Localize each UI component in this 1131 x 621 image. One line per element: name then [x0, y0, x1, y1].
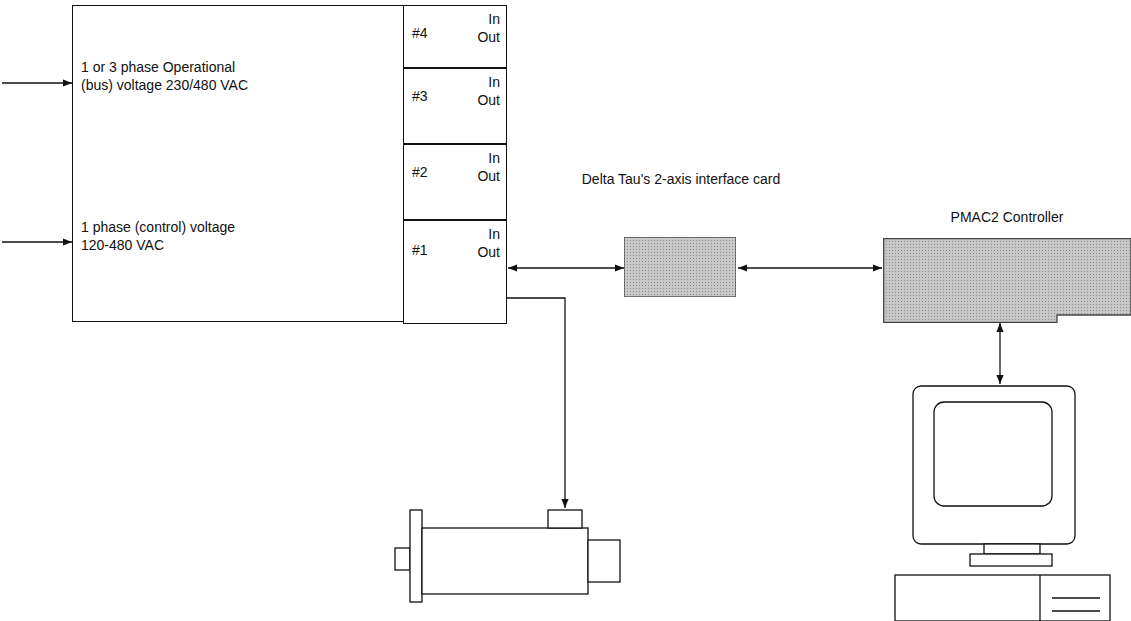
host-computer — [895, 386, 1110, 621]
supply-label: 1 or 3 phase Operational (bus) voltage 2… — [81, 58, 259, 94]
axis-number: #4 — [412, 24, 428, 42]
control-supply-arrow — [2, 241, 72, 242]
interface-card: Delta Tau's 2-axis interface card — [625, 238, 737, 298]
axis-slot: #1 InOut — [403, 220, 507, 324]
supply-label: 1 phase (control) voltage 120-480 VAC — [81, 218, 259, 254]
axis-slot: #2 InOut — [403, 144, 507, 220]
servo-motor — [395, 510, 620, 602]
port-label: In — [488, 225, 500, 243]
port-label: In — [488, 73, 500, 91]
controller-board — [883, 238, 1131, 323]
host-link — [999, 323, 1000, 384]
port-label: Out — [477, 243, 500, 261]
component-label: Delta Tau's 2-axis interface card — [581, 170, 781, 188]
port-label: In — [488, 149, 500, 167]
port-label: Out — [477, 91, 500, 109]
axis-slot: #3 InOut — [403, 68, 507, 144]
port-label: In — [488, 10, 500, 28]
signal-cable — [508, 267, 624, 268]
port-label: Out — [477, 28, 500, 46]
servo-amplifier: 1 or 3 phase Operational (bus) voltage 2… — [72, 5, 505, 322]
pmac-controller: PMAC2 Controller — [883, 238, 1131, 323]
axis-number: #3 — [412, 87, 428, 105]
component-label: PMAC2 Controller — [883, 208, 1131, 226]
axis-number: #1 — [412, 241, 428, 259]
axis-number: #2 — [412, 163, 428, 181]
motor-cable — [505, 298, 565, 508]
port-label: Out — [477, 167, 500, 185]
card-fill — [624, 237, 736, 297]
signal-cable — [738, 267, 882, 268]
axis-slot: #4 InOut — [403, 5, 507, 68]
bus-supply-arrow — [2, 82, 72, 83]
